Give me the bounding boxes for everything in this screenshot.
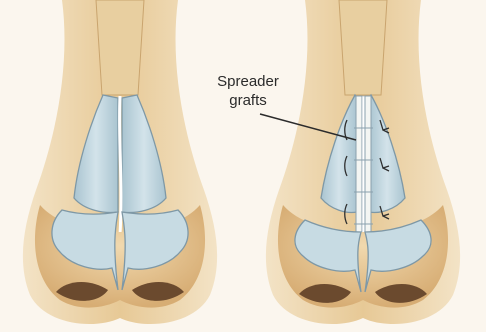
label-line-2: grafts xyxy=(203,91,293,110)
nose-before xyxy=(0,0,243,332)
spreader-grafts-label: Spreader grafts xyxy=(203,72,293,110)
label-line-1: Spreader xyxy=(203,72,293,91)
nasal-bone-left xyxy=(96,0,144,95)
spreader-grafts xyxy=(354,96,373,246)
septum-left xyxy=(120,96,121,235)
nasal-bone-right xyxy=(339,0,387,95)
nose-after xyxy=(243,0,486,332)
